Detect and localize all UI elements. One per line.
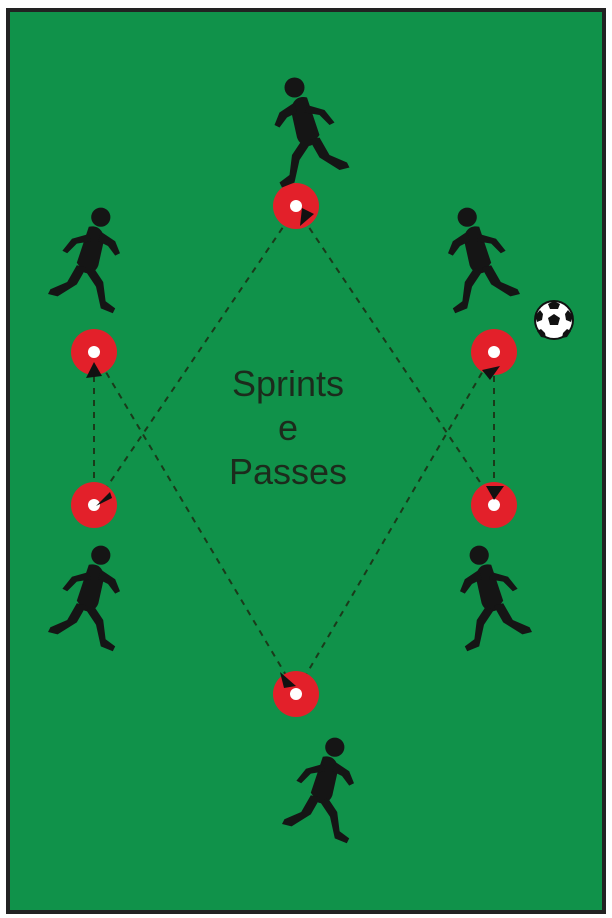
cone-left-bottom bbox=[71, 482, 117, 528]
title-line-3: Passes bbox=[228, 451, 348, 492]
player-right-top bbox=[448, 207, 520, 314]
cone-bottom bbox=[273, 671, 319, 717]
drill-title: Sprints e Passes bbox=[188, 362, 388, 494]
pass-paths bbox=[93, 207, 495, 693]
arrowhead-top bbox=[300, 208, 314, 226]
arrowhead-right-top bbox=[482, 366, 500, 380]
player-bottom bbox=[282, 737, 354, 844]
soccer-ball bbox=[534, 300, 574, 340]
path-left-top-to-bottom bbox=[93, 351, 297, 693]
arrowhead-left-bottom bbox=[96, 492, 112, 506]
arrowhead-left-top bbox=[86, 362, 102, 378]
player-top bbox=[274, 77, 350, 188]
player-right-bottom bbox=[460, 545, 532, 652]
arrowhead-bottom bbox=[280, 672, 296, 688]
arrowhead-right-bottom bbox=[486, 486, 504, 500]
player-left-top bbox=[48, 207, 120, 314]
title-line-1: Sprints bbox=[231, 363, 345, 404]
cone-top bbox=[273, 183, 319, 229]
path-right-top-to-bottom bbox=[295, 351, 495, 693]
soccer-field bbox=[6, 8, 606, 914]
player-left-bottom bbox=[48, 545, 120, 652]
title-line-2: e bbox=[277, 407, 299, 448]
